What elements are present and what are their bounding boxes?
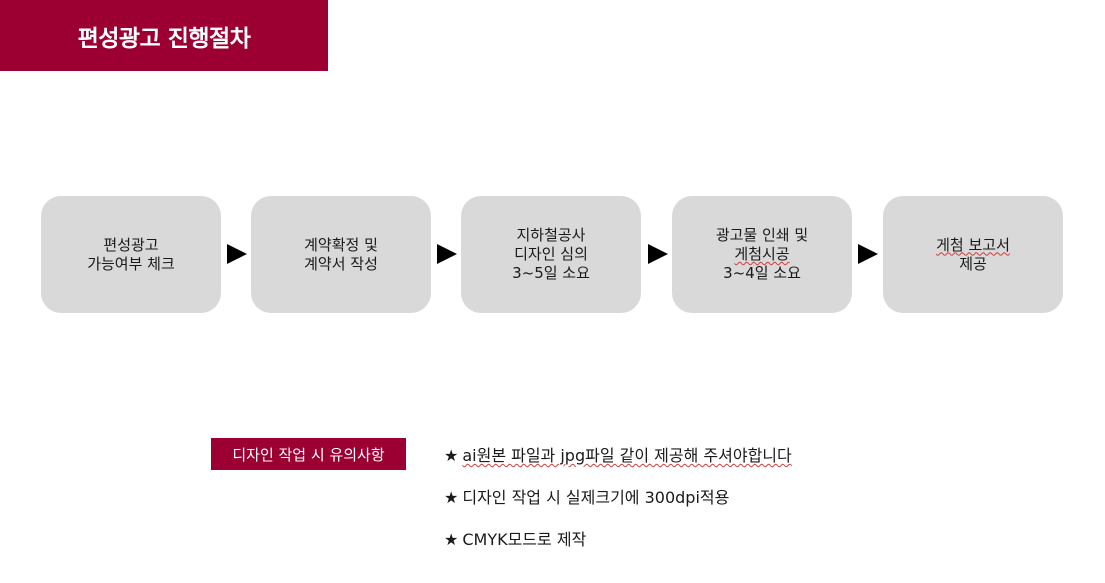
step-4-box: 광고물 인쇄 및 게첨시공 3~4일 소요 bbox=[672, 196, 852, 313]
step-3-line-3: 3~5일 소요 bbox=[512, 264, 590, 282]
title-banner: 편성광고 진행절차 bbox=[0, 0, 328, 71]
arrow-right-icon bbox=[437, 244, 457, 264]
step-4-line-3: 3~4일 소요 bbox=[723, 264, 801, 282]
step-5-line-1-text: 게첨 보고서 bbox=[936, 235, 1010, 254]
star-icon: ★ bbox=[444, 530, 459, 549]
step-4-line-1: 광고물 인쇄 및 bbox=[715, 226, 809, 244]
note-item: ★디자인 작업 시 실제크기에 300dpi적용 bbox=[444, 484, 729, 508]
step-5-box: 게첨 보고서 제공 bbox=[883, 196, 1063, 313]
process-steps: 편성광고 가능여부 체크 계약확정 및 계약서 작성 지하철공사 디자인 심의 … bbox=[0, 196, 1105, 313]
step-4-line-2: 게첨시공 bbox=[734, 245, 790, 263]
page-title: 편성광고 진행절차 bbox=[77, 25, 251, 52]
arrow-right-icon bbox=[648, 244, 668, 264]
star-icon: ★ bbox=[444, 488, 459, 507]
note-text: ai원본 파일과 jpg파일 같이 제공해 주셔야합니다 bbox=[462, 446, 792, 465]
arrow-right-icon bbox=[227, 244, 247, 264]
step-2-box: 계약확정 및 계약서 작성 bbox=[251, 196, 431, 313]
arrow-right-icon bbox=[858, 244, 878, 264]
star-icon: ★ bbox=[444, 446, 459, 465]
step-2-line-1: 계약확정 및 bbox=[304, 235, 378, 254]
step-5-line-1: 게첨 보고서 bbox=[936, 236, 1010, 255]
step-1-line-1: 편성광고 bbox=[103, 235, 159, 254]
step-3-line-1: 지하철공사 bbox=[516, 226, 586, 244]
note-item: ★CMYK모드로 제작 bbox=[444, 526, 586, 550]
step-3-box: 지하철공사 디자인 심의 3~5일 소요 bbox=[461, 196, 641, 313]
note-text: CMYK모드로 제작 bbox=[462, 530, 587, 549]
note-item: ★ai원본 파일과 jpg파일 같이 제공해 주셔야합니다 bbox=[444, 442, 792, 466]
step-1-box: 편성광고 가능여부 체크 bbox=[41, 196, 221, 313]
step-3-line-2: 디자인 심의 bbox=[514, 245, 588, 263]
step-1-line-2: 가능여부 체크 bbox=[87, 254, 175, 273]
note-text: 디자인 작업 시 실제크기에 300dpi적용 bbox=[462, 488, 730, 507]
step-5-line-2: 제공 bbox=[959, 254, 987, 273]
step-2-line-2: 계약서 작성 bbox=[304, 254, 378, 273]
notes-label: 디자인 작업 시 유의사항 bbox=[211, 438, 406, 470]
